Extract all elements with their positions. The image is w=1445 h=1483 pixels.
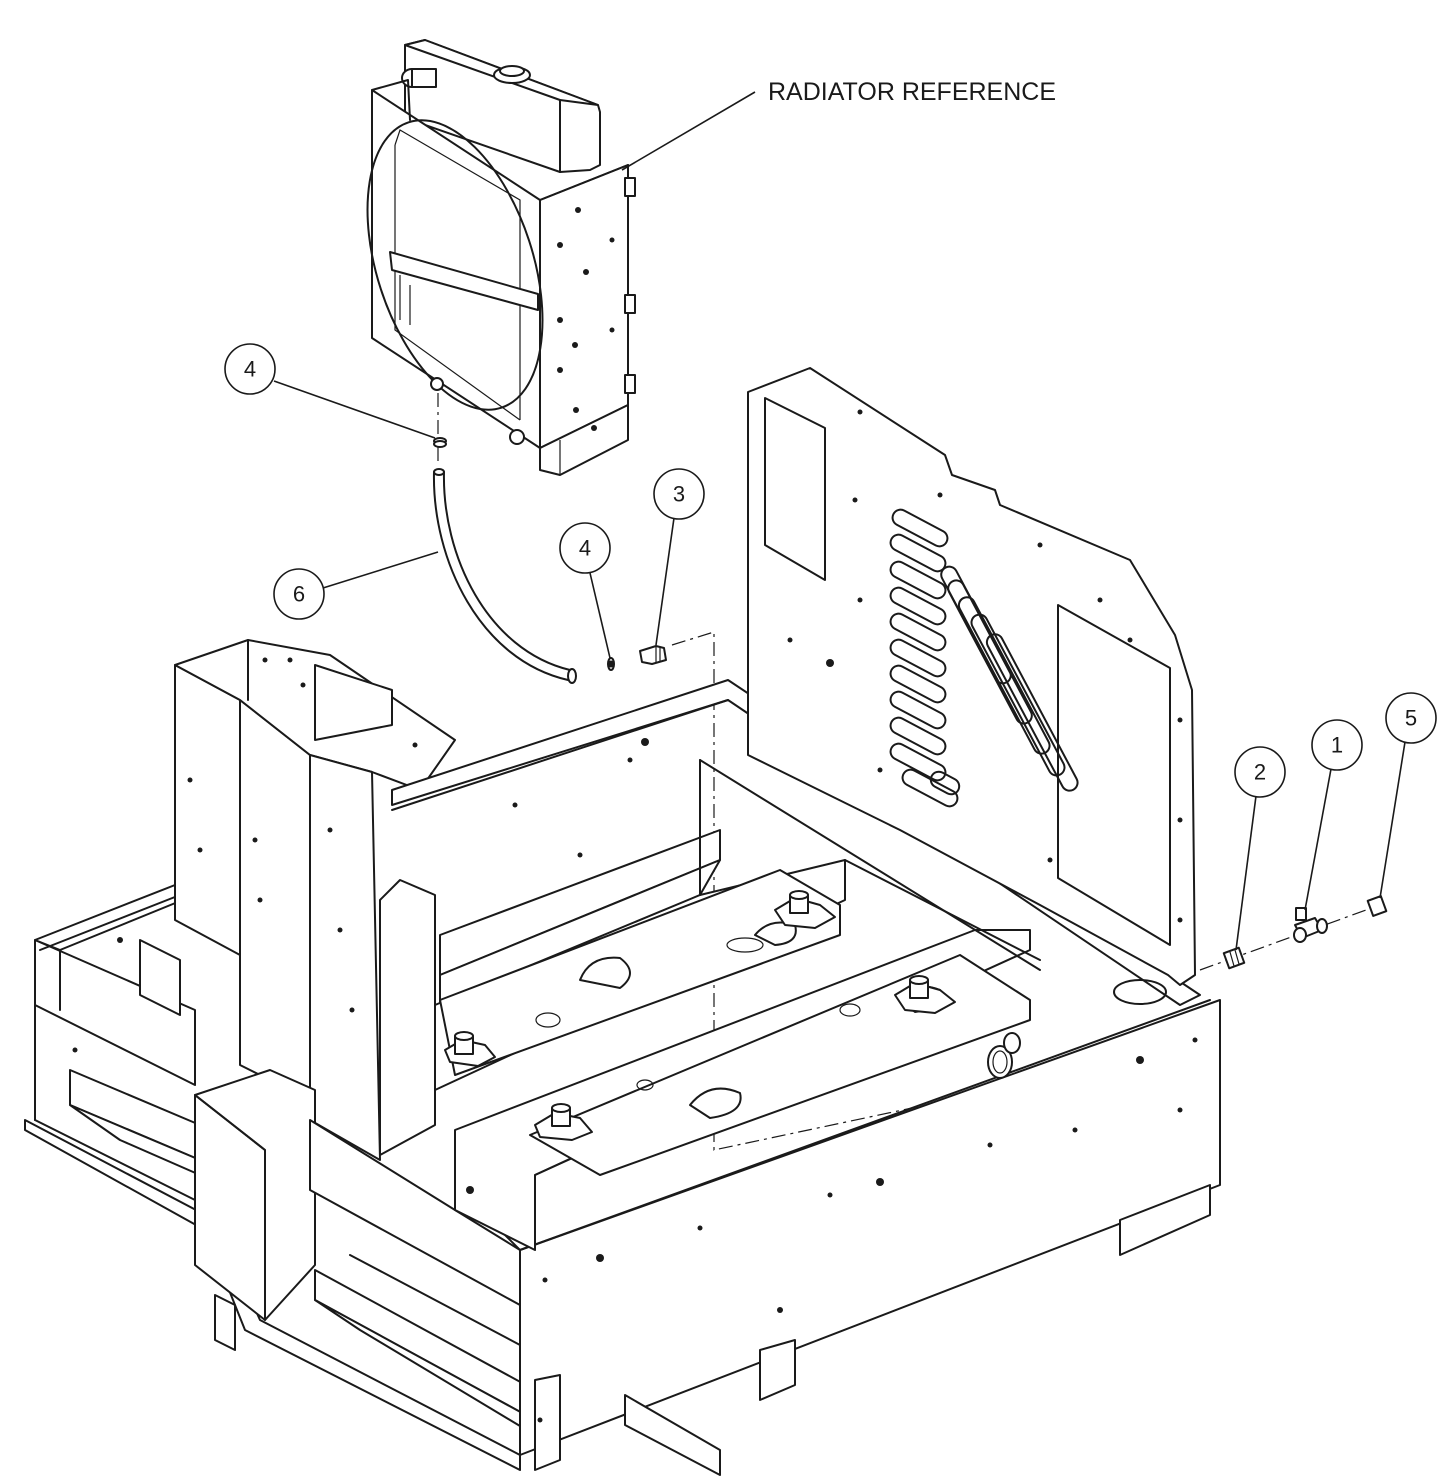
- isolator-mount: [444, 1031, 496, 1067]
- svg-text:5: 5: [1405, 706, 1417, 731]
- svg-text:4: 4: [579, 536, 591, 561]
- svg-text:2: 2: [1254, 760, 1266, 785]
- drain-fittings: [1199, 895, 1388, 971]
- isolator-mount: [534, 1103, 593, 1141]
- svg-text:4: 4: [244, 357, 256, 382]
- radiator-reference-label: RADIATOR REFERENCE: [768, 78, 1056, 106]
- radiator: [366, 39, 636, 476]
- isolator-mount: [894, 975, 956, 1014]
- svg-text:3: 3: [673, 482, 685, 507]
- balloon-item-4-lower: 4: [559, 522, 611, 574]
- base-frame: [24, 639, 1221, 1476]
- svg-text:1: 1: [1331, 733, 1343, 758]
- balloon-item-1: 1: [1311, 719, 1363, 771]
- balloon-item-5: 5: [1385, 692, 1437, 744]
- balloon-item-6: 6: [273, 568, 325, 620]
- louver-slots: [889, 508, 1079, 808]
- balloon-item-4-upper: 4: [224, 343, 276, 395]
- louvered-rear-panel: [747, 367, 1196, 986]
- balloon-item-2: 2: [1234, 746, 1286, 798]
- callouts: RADIATOR REFERENCE 4 6 4 3 2: [224, 78, 1437, 951]
- isolator-mount: [774, 890, 836, 929]
- balloon-item-3: 3: [653, 468, 705, 520]
- svg-text:6: 6: [293, 582, 305, 607]
